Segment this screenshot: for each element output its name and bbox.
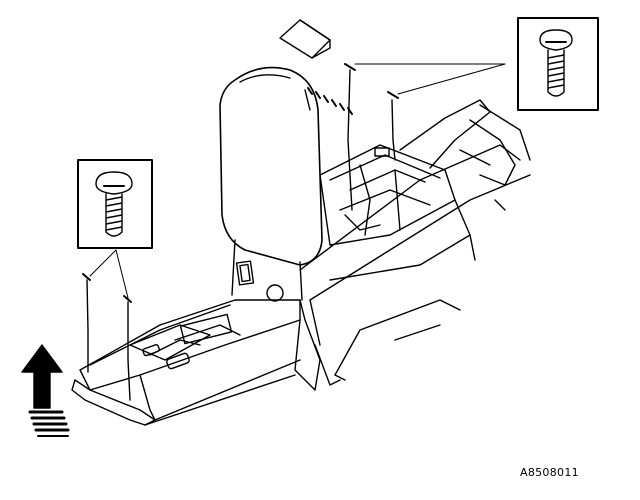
hatch-marks — [307, 87, 353, 115]
screw-detail-icon — [77, 159, 153, 249]
console-rear-tray — [319, 144, 476, 281]
up-arrow-icon — [21, 344, 70, 437]
armrest-lid — [219, 66, 323, 266]
rear-screws — [344, 63, 506, 211]
screw-detail-icon — [517, 17, 599, 111]
front-screws — [82, 249, 132, 401]
console-front-body — [71, 239, 321, 426]
shift-lever-area — [399, 99, 531, 211]
clip-icon — [279, 19, 331, 59]
figure-reference-code: A8508011 — [520, 466, 579, 479]
